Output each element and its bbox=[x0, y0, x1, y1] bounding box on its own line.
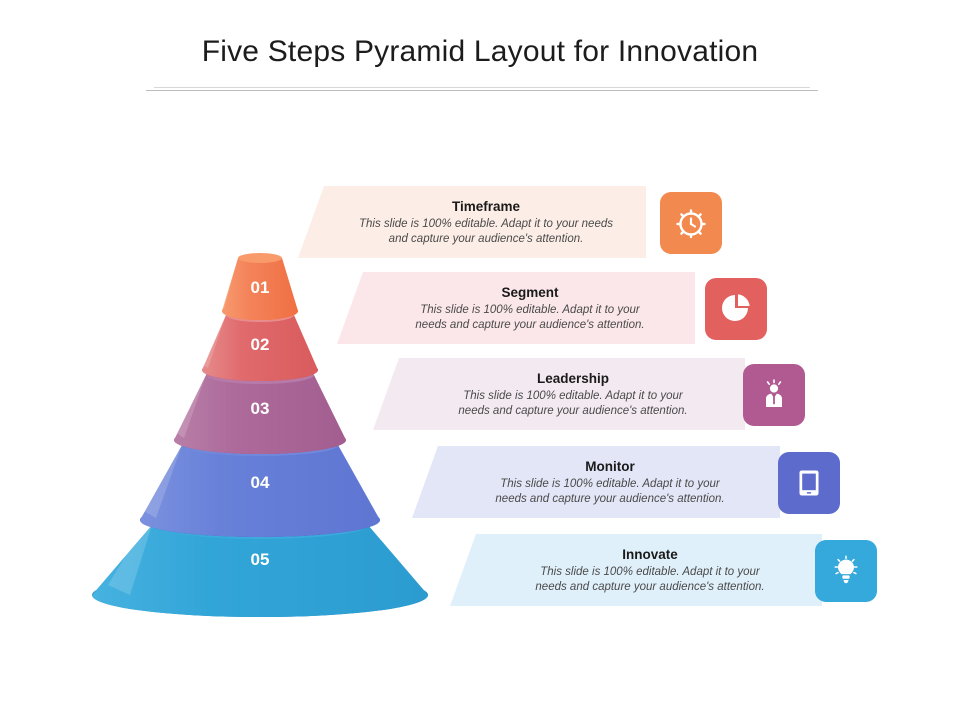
step-row-segment[interactable]: Segment This slide is 100% editable. Ada… bbox=[337, 272, 787, 344]
tier-number-02: 02 bbox=[251, 335, 270, 354]
step-description-line2: needs and capture your audience's attent… bbox=[535, 580, 765, 593]
step-title: Monitor bbox=[585, 458, 635, 474]
step-row-monitor[interactable]: Monitor This slide is 100% editable. Ada… bbox=[412, 446, 882, 518]
pyramid-tier-05[interactable]: 05 bbox=[92, 511, 428, 617]
step-description-line2: needs and capture your audience's attent… bbox=[415, 318, 645, 331]
pyramid-tier-01[interactable]: 01 bbox=[216, 253, 298, 320]
step-description-line1: This slide is 100% editable. Adapt it to… bbox=[359, 217, 613, 230]
title-divider bbox=[146, 86, 818, 94]
pie-chart-icon[interactable] bbox=[705, 278, 767, 340]
page-title: Five Steps Pyramid Layout for Innovation bbox=[201, 35, 759, 68]
tier-number-01: 01 bbox=[251, 278, 270, 297]
title-block: Five Steps Pyramid Layout for Innovation bbox=[0, 34, 960, 70]
tier-number-03: 03 bbox=[251, 399, 270, 418]
step-description-line1: This slide is 100% editable. Adapt it to… bbox=[540, 565, 760, 578]
pyramid-tier-04[interactable]: 04 bbox=[140, 434, 380, 537]
step-row-leadership[interactable]: Leadership This slide is 100% editable. … bbox=[373, 358, 835, 430]
step-description-line2: needs and capture your audience's attent… bbox=[495, 492, 725, 505]
step-panel-leadership[interactable]: Leadership This slide is 100% editable. … bbox=[373, 358, 745, 430]
step-title: Innovate bbox=[622, 546, 678, 562]
step-row-innovate[interactable]: Innovate This slide is 100% editable. Ad… bbox=[450, 534, 922, 606]
step-description: This slide is 100% editable. Adapt it to… bbox=[458, 389, 687, 419]
businessman-icon[interactable] bbox=[743, 364, 805, 426]
step-panel-monitor[interactable]: Monitor This slide is 100% editable. Ada… bbox=[412, 446, 780, 518]
tier-number-05: 05 bbox=[251, 550, 270, 569]
tier-number-04: 04 bbox=[251, 473, 270, 492]
step-description-line1: This slide is 100% editable. Adapt it to… bbox=[420, 303, 640, 316]
step-description: This slide is 100% editable. Adapt it to… bbox=[415, 303, 644, 333]
step-title: Segment bbox=[501, 284, 559, 300]
step-description-line2: and capture your audience's attention. bbox=[388, 232, 584, 245]
step-description-line1: This slide is 100% editable. Adapt it to… bbox=[500, 477, 720, 490]
step-panel-innovate[interactable]: Innovate This slide is 100% editable. Ad… bbox=[450, 534, 822, 606]
step-title: Timeframe bbox=[451, 198, 521, 214]
alarm-clock-icon[interactable] bbox=[660, 192, 722, 254]
step-panel-timeframe[interactable]: Timeframe This slide is 100% editable. A… bbox=[298, 186, 646, 258]
step-title: Leadership bbox=[536, 370, 610, 386]
step-description: This slide is 100% editable. Adapt it to… bbox=[359, 217, 613, 247]
divider-line-top bbox=[154, 87, 810, 88]
step-panel-segment[interactable]: Segment This slide is 100% editable. Ada… bbox=[337, 272, 695, 344]
lightbulb-icon[interactable] bbox=[815, 540, 877, 602]
tablet-monitor-icon[interactable] bbox=[778, 452, 840, 514]
step-description: This slide is 100% editable. Adapt it to… bbox=[535, 565, 764, 595]
step-description-line2: needs and capture your audience's attent… bbox=[458, 404, 688, 417]
step-description: This slide is 100% editable. Adapt it to… bbox=[495, 477, 724, 507]
pyramid-graphic: 05 04 03 bbox=[92, 253, 428, 617]
divider-line-bottom bbox=[146, 90, 818, 91]
step-row-timeframe[interactable]: Timeframe This slide is 100% editable. A… bbox=[298, 186, 738, 258]
step-description-line1: This slide is 100% editable. Adapt it to… bbox=[463, 389, 683, 402]
